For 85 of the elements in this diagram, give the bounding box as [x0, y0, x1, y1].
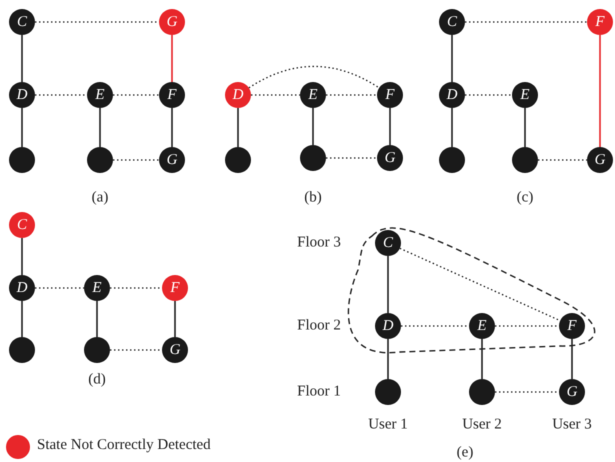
state-node: C — [9, 212, 35, 238]
user-node — [84, 337, 110, 363]
floor-label: Floor 3 — [297, 234, 341, 252]
state-node: D — [225, 82, 251, 108]
state-node: D — [439, 82, 465, 108]
state-node: C — [9, 9, 35, 35]
solid-link — [451, 35, 453, 82]
state-node: F — [377, 82, 403, 108]
user-label: User 2 — [462, 416, 502, 434]
solid-link — [21, 35, 23, 82]
dotted-link — [35, 94, 87, 96]
dotted-link — [538, 159, 587, 161]
solid-link — [21, 238, 23, 275]
state-node: E — [84, 275, 110, 301]
user-node — [9, 337, 35, 363]
floor-label: Floor 2 — [297, 318, 341, 334]
state-node: D — [375, 313, 401, 339]
state-node: F — [559, 313, 585, 339]
solid-link — [171, 108, 173, 147]
solid-link — [389, 108, 391, 145]
solid-link — [387, 256, 389, 313]
user-label: User 1 — [368, 416, 408, 434]
dotted-link — [248, 66, 380, 88]
panel-caption: (d) — [88, 372, 106, 388]
dotted-link — [113, 159, 159, 161]
dotted-link — [326, 157, 377, 159]
state-node: G — [587, 147, 613, 173]
solid-link — [237, 108, 239, 147]
state-node: E — [469, 313, 495, 339]
state-node: E — [300, 82, 326, 108]
state-node: F — [587, 9, 613, 35]
solid-link — [171, 35, 173, 82]
solid-link — [481, 339, 483, 379]
dotted-link — [465, 94, 512, 96]
dotted-link — [495, 325, 559, 327]
solid-link — [96, 301, 98, 337]
state-node: F — [159, 82, 185, 108]
user-node — [87, 147, 113, 173]
dotted-link — [113, 94, 159, 96]
dotted-link — [110, 287, 162, 289]
state-node: G — [559, 379, 585, 405]
panel-caption: (e) — [456, 444, 474, 462]
state-node: D — [9, 275, 35, 301]
dotted-link — [400, 248, 560, 322]
dotted-link — [35, 21, 159, 23]
solid-link — [99, 108, 101, 147]
panel-caption: (b) — [304, 190, 322, 206]
legend-text: State Not Correctly Detected — [37, 437, 211, 454]
state-node: C — [375, 230, 401, 256]
state-node: C — [439, 9, 465, 35]
solid-link — [387, 339, 389, 379]
solid-link — [174, 301, 176, 337]
user-node — [512, 147, 538, 173]
solid-link — [21, 108, 23, 147]
user-node — [225, 147, 251, 173]
state-node: E — [87, 82, 113, 108]
user-node — [9, 147, 35, 173]
dotted-link — [35, 287, 84, 289]
dotted-link — [110, 349, 162, 351]
panel-caption: (a) — [92, 190, 108, 206]
solid-link — [312, 108, 314, 145]
solid-link — [524, 108, 526, 147]
floor-label: Floor 1 — [297, 384, 341, 400]
dotted-link — [401, 325, 469, 327]
panel-caption: (c) — [516, 190, 534, 206]
state-node: E — [512, 82, 538, 108]
user-node — [439, 147, 465, 173]
solid-link — [451, 108, 453, 147]
solid-link — [599, 35, 601, 147]
solid-link — [21, 301, 23, 337]
dotted-link — [495, 391, 559, 393]
state-node: G — [159, 147, 185, 173]
user-label: User 3 — [552, 416, 592, 434]
dotted-link — [465, 21, 587, 23]
solid-link — [571, 339, 573, 379]
dotted-link — [251, 94, 300, 96]
user-node — [375, 379, 401, 405]
state-node: G — [159, 9, 185, 35]
dotted-link — [326, 94, 377, 96]
state-node: G — [162, 337, 188, 363]
user-node — [469, 379, 495, 405]
state-node: D — [9, 82, 35, 108]
state-node: F — [162, 275, 188, 301]
state-node: G — [377, 145, 403, 171]
user-node — [300, 145, 326, 171]
